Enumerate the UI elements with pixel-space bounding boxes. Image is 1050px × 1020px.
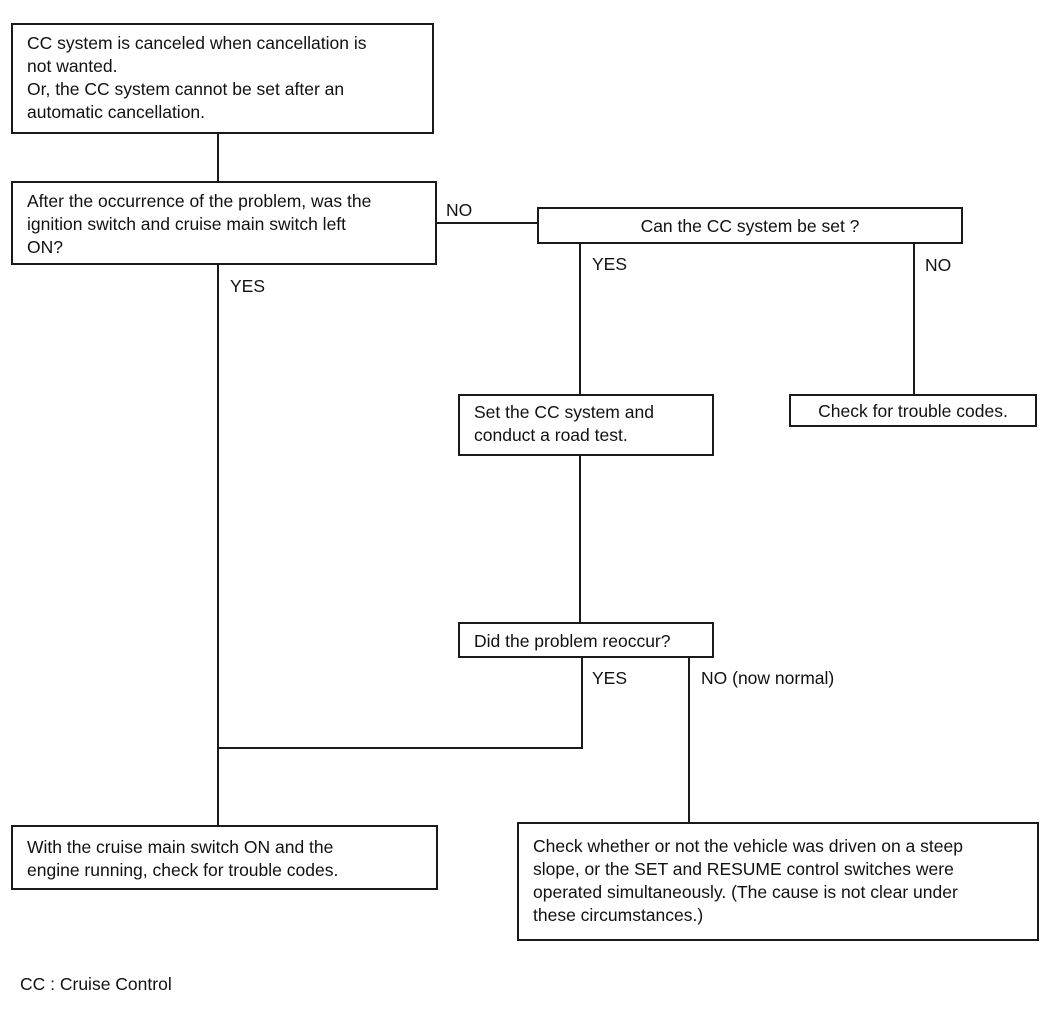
edge-label-q1-yes: YES (230, 276, 266, 296)
question-ignition-left-on-box: After the occurrence of the problem, was… (11, 181, 437, 265)
question-can-be-set-box: Can the CC system be set ? (537, 207, 963, 244)
start-text: CC system is canceled when cancellation … (27, 33, 367, 122)
question-problem-reoccur-box: Did the problem reoccur? (458, 622, 714, 658)
check-codes-engine-running-text: With the cruise main switch ON and the e… (27, 837, 339, 880)
footnote: CC : Cruise Control (20, 974, 172, 994)
set-and-road-test-text: Set the CC system and conduct a road tes… (474, 402, 654, 445)
check-steep-slope-box: Check whether or not the vehicle was dri… (517, 822, 1039, 941)
check-steep-slope-text: Check whether or not the vehicle was dri… (533, 836, 963, 925)
connector-q3-yes (218, 658, 583, 749)
question-can-be-set-text: Can the CC system be set ? (640, 216, 860, 236)
edge-label-q1-no: NO (446, 200, 473, 220)
edge-label-q3-yes: YES (592, 668, 628, 688)
check-trouble-codes-text: Check for trouble codes. (818, 401, 1008, 421)
start-box: CC system is canceled when cancellation … (11, 23, 434, 134)
edge-label-q2-yes: YES (592, 254, 628, 274)
check-codes-engine-running-box: With the cruise main switch ON and the e… (11, 825, 438, 890)
check-trouble-codes-box: Check for trouble codes. (789, 394, 1037, 427)
edge-label-q2-no: NO (925, 255, 952, 275)
set-and-road-test-box: Set the CC system and conduct a road tes… (458, 394, 714, 456)
question-ignition-left-on-text: After the occurrence of the problem, was… (27, 191, 372, 257)
question-problem-reoccur-text: Did the problem reoccur? (474, 631, 671, 651)
edge-label-q3-no: NO (now normal) (701, 668, 835, 688)
